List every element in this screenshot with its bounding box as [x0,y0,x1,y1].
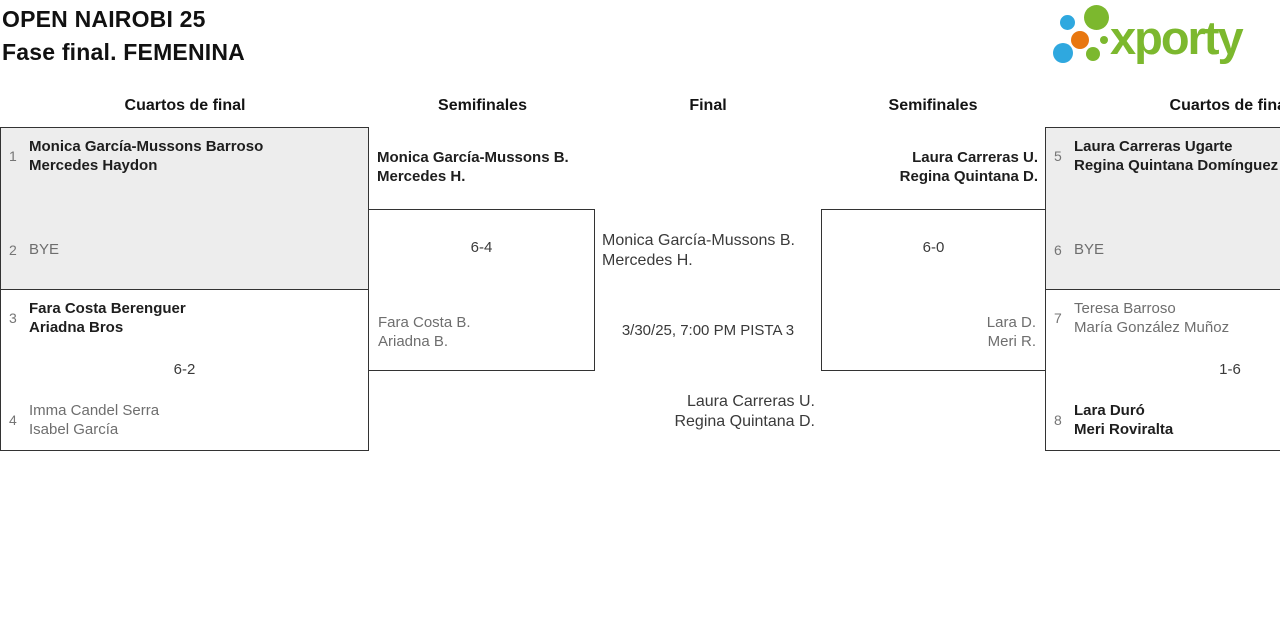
logo-dot-icon [1060,15,1075,30]
team-name: Teresa Barroso María González Muñoz [1074,300,1230,336]
match-box-qf-left-top[interactable]: 1 Monica García-Mussons Barroso Mercedes… [0,127,369,290]
match-score: 6-0 [922,239,945,256]
team-name: Imma Candel Serra Isabel García [29,402,160,438]
semifinal-right-advancing-team: Laura Carreras U. Regina Quintana D. [899,149,1038,185]
round-header-quarterfinals-right: Cuartos de final [1169,97,1280,114]
match-box-sf-left[interactable]: 6-4 Fara Costa B. Ariadna B. [368,209,595,371]
round-header-semifinals-left: Semifinales [438,97,527,114]
logo-dot-icon [1084,5,1109,30]
team-name: Fara Costa Berenguer Ariadna Bros [29,300,186,336]
xporty-logo-text: xporty [1110,11,1244,64]
match-score: 1-6 [1219,360,1241,378]
seed-number: 7 [1054,310,1062,326]
match-score: 6-4 [470,239,493,256]
team-name: Laura Carreras Ugarte Regina Quintana Do… [1074,138,1279,174]
semifinal-left-advancing-team: Monica García-Mussons B. Mercedes H. [377,149,569,185]
logo-dot-icon [1071,31,1089,49]
match-box-qf-right-bottom[interactable]: 7 Teresa Barroso María González Muñoz 1-… [1045,289,1280,451]
round-header-quarterfinals-left: Cuartos de final [124,97,246,114]
logo-dot-icon [1053,43,1073,63]
page-title: OPEN NAIROBI 25 Fase final. FEMENINA [2,3,245,69]
team-name: BYE [1074,241,1105,258]
tournament-name: OPEN NAIROBI 25 [2,6,206,32]
round-header-final: Final [689,97,727,114]
logo-dot-icon [1100,36,1108,44]
team-name: Fara Costa B. Ariadna B. [378,314,471,350]
match-score: 6-2 [173,360,196,378]
team-name: BYE [29,241,60,258]
seed-number: 6 [1054,241,1062,258]
phase-name: Fase final. FEMENINA [2,39,245,65]
team-name: Lara Duró Meri Roviralta [1074,402,1174,438]
final-team-bottom: Laura Carreras U. Regina Quintana D. [674,393,815,430]
seed-number: 4 [9,412,17,428]
xporty-logo: xporty [0,0,1280,70]
team-name: Lara D. Meri R. [986,314,1036,350]
match-box-sf-right[interactable]: 6-0 Lara D. Meri R. [821,209,1046,371]
final-team-top: Monica García-Mussons B. Mercedes H. [602,232,795,269]
round-header-semifinals-right: Semifinales [888,97,978,114]
seed-number: 2 [9,241,17,258]
seed-number: 3 [9,310,17,326]
match-box-qf-left-bottom[interactable]: 3 Fara Costa Berenguer Ariadna Bros 6-2 … [0,289,369,451]
seed-number: 1 [9,148,17,164]
match-box-qf-right-top[interactable]: 5 Laura Carreras Ugarte Regina Quintana … [1045,127,1280,290]
seed-number: 8 [1054,412,1062,428]
seed-number: 5 [1054,148,1062,164]
final-schedule: 3/30/25, 7:00 PM PISTA 3 [621,322,795,339]
logo-dot-icon [1086,47,1100,61]
team-name: Monica García-Mussons Barroso Mercedes H… [29,138,264,174]
